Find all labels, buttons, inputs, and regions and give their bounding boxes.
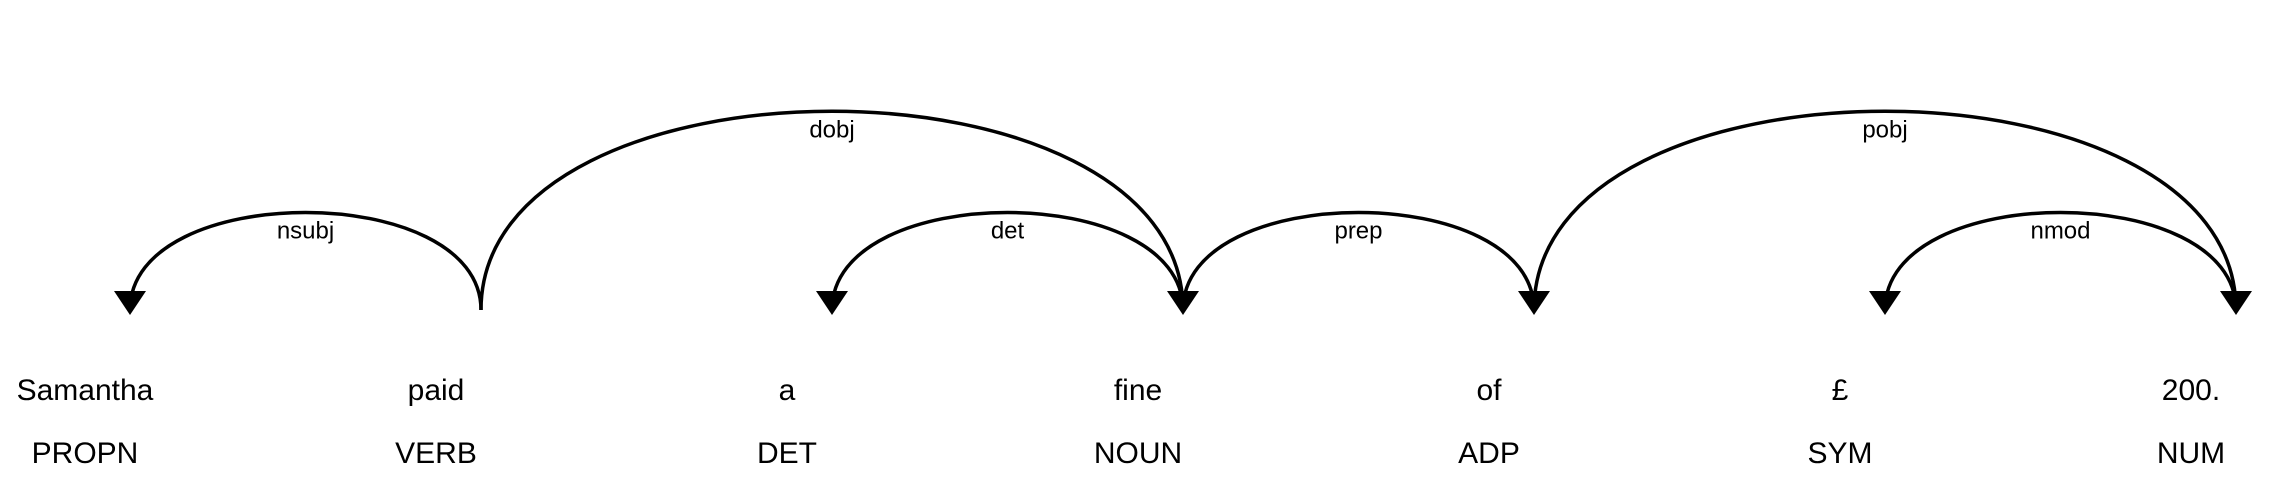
token-pos-tag: SYM bbox=[1807, 437, 1872, 470]
dependency-arc-prep: prep bbox=[1181, 210, 1550, 315]
token-pos-tag: NOUN bbox=[1094, 437, 1182, 470]
arc-line bbox=[479, 109, 1185, 311]
token-pos-tag: NUM bbox=[2157, 437, 2225, 470]
token-word: 200. bbox=[2162, 374, 2220, 407]
dependency-arc-nsubj: nsubj bbox=[114, 210, 483, 315]
token-word: paid bbox=[408, 374, 465, 407]
token-word: fine bbox=[1114, 374, 1162, 407]
token-word: Samantha bbox=[17, 374, 154, 407]
arc-line bbox=[830, 210, 1185, 311]
arc-line bbox=[1181, 210, 1536, 311]
token-pos-tag: VERB bbox=[395, 437, 477, 470]
arc-line bbox=[1532, 109, 2238, 311]
dependency-arc-nmod: nmod bbox=[1869, 210, 2238, 315]
token-word: a bbox=[779, 374, 796, 407]
arc-label: nmod bbox=[2030, 218, 2090, 245]
arc-label: det bbox=[991, 218, 1025, 245]
dependency-arc-dobj: dobj bbox=[479, 109, 1199, 315]
arrowhead bbox=[1869, 291, 1901, 315]
token-pos-tag: ADP bbox=[1458, 437, 1520, 470]
arc-label: pobj bbox=[1862, 116, 1907, 143]
arrowhead bbox=[816, 291, 848, 315]
arc-label: dobj bbox=[809, 116, 854, 143]
dependency-arc-pobj: pobj bbox=[1532, 109, 2252, 315]
arc-line bbox=[128, 210, 483, 311]
token-pos-tag: PROPN bbox=[32, 437, 139, 470]
arc-label: prep bbox=[1334, 218, 1382, 245]
arcs-layer: nsubj dobj det prep pobj nmod bbox=[114, 109, 2252, 315]
token-word: of bbox=[1476, 374, 1502, 407]
dependency-arc-det: det bbox=[816, 210, 1185, 315]
arrowhead bbox=[114, 291, 146, 315]
arc-label: nsubj bbox=[277, 218, 334, 245]
token-word: £ bbox=[1832, 374, 1849, 407]
token-pos-tag: DET bbox=[757, 437, 817, 470]
arc-line bbox=[1883, 210, 2238, 311]
